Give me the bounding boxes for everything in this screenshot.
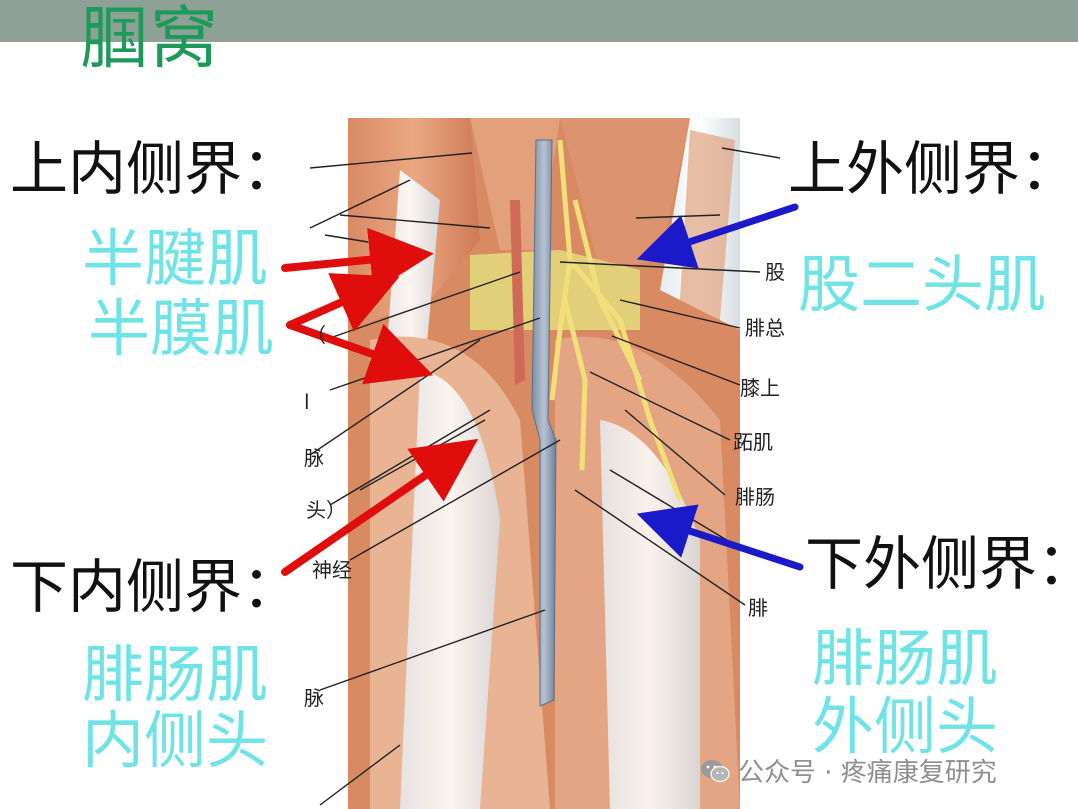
gastrocnemius-lateral-line1: 腓肠肌 xyxy=(812,622,999,695)
arrow-gastro-lateral xyxy=(636,504,804,571)
fragment-label: 膝上 xyxy=(740,376,780,400)
upper-lateral-boundary-label: 上外侧界： xyxy=(788,135,1078,203)
popliteal-vein xyxy=(531,139,557,707)
red-arrows xyxy=(281,227,479,576)
fragment-label: （ xyxy=(306,323,326,347)
fragment-label: 腓总 xyxy=(745,316,785,340)
biceps-femoris-muscle xyxy=(680,130,735,320)
fragment-label: 腓肠 xyxy=(735,485,775,509)
watermark-text: 公众号 · 疼痛康复研究 xyxy=(738,758,997,788)
arrow-biceps-femoris xyxy=(636,203,799,269)
upper-medial-boundary-label: 上内侧界： xyxy=(10,135,301,203)
watermark: 公众号 · 疼痛康复研究 xyxy=(700,752,997,789)
fragment-label: 脉 xyxy=(304,446,324,470)
fragment-label: 神经 xyxy=(312,558,352,582)
fragment-label: 股 xyxy=(765,260,785,284)
wechat-icon xyxy=(701,759,730,782)
arrow-semitendinosus xyxy=(281,227,434,292)
header-bar xyxy=(0,0,1078,42)
fragment-label: 脉 xyxy=(304,686,324,710)
arrow-semimembranosus-2 xyxy=(286,321,434,385)
tibial-nerve xyxy=(549,139,683,501)
fragment-label: l xyxy=(304,390,310,414)
fragment-label: 腓 xyxy=(748,596,768,620)
leader-lines xyxy=(309,147,781,806)
page-title: 腘窝 xyxy=(80,0,221,79)
lower-medial-boundary-label: 下内侧界： xyxy=(10,553,301,621)
blue-arrows xyxy=(636,203,804,571)
arrow-semimembranosus-1 xyxy=(286,273,400,332)
semimembranosus-label: 半膜肌 xyxy=(88,292,275,365)
popliteal-artery xyxy=(510,200,525,385)
biceps-femoris-label: 股二头肌 xyxy=(798,248,1047,321)
arrow-gastro-medial xyxy=(281,438,479,576)
lower-lateral-boundary-label: 下外侧界： xyxy=(805,530,1078,598)
gastrocnemius-medial-line2: 内侧头 xyxy=(82,704,269,777)
fragment-label: 跖肌 xyxy=(733,430,773,454)
gastrocnemius-lateral-line2: 外侧头 xyxy=(812,690,999,763)
fragment-label: 头） xyxy=(306,498,346,522)
semitendinosus-label: 半腱肌 xyxy=(82,222,269,295)
gastrocnemius-medial-line1: 腓肠肌 xyxy=(82,638,269,711)
